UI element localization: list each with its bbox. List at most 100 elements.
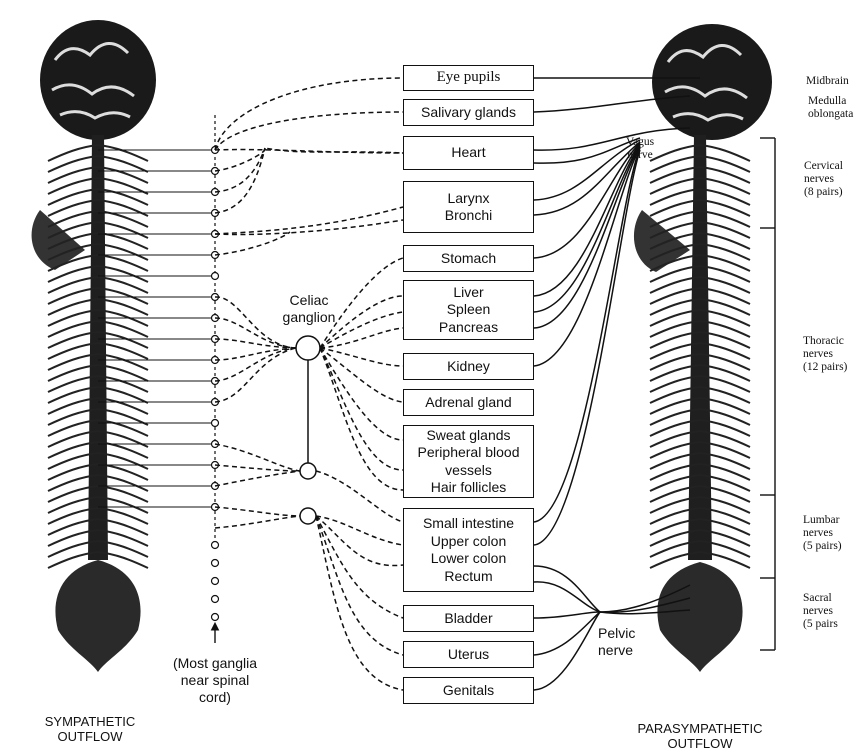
sympathetic-fiber (320, 348, 403, 470)
parasympathetic-outflow-label: PARASYMPATHETIC OUTFLOW (620, 721, 780, 751)
organ-salivary-glands: Salivary glands (403, 99, 534, 126)
label-line: Medulla (808, 95, 853, 108)
spinal-nerve-right (98, 145, 148, 161)
label-line: (8 pairs) (804, 186, 843, 199)
organ-label-line: Salivary glands (421, 104, 516, 122)
right-brain (652, 24, 772, 140)
parasympathetic-fiber (534, 128, 690, 150)
sympathetic-fiber (215, 348, 296, 360)
sympathetic-fiber (215, 465, 300, 471)
organ-larynx-bronchi: Larynx Bronchi (403, 181, 534, 233)
label-line: (Most ganglia (160, 655, 270, 672)
cervical-nerves-label: Cervical nerves (8 pairs) (804, 160, 843, 199)
lower-chain-ganglion (212, 542, 219, 549)
vagus-nerve-label: Vagus nerve (618, 136, 662, 162)
label-line: ganglion (278, 309, 340, 326)
sacral-nerves-label: Sacral nerves (5 pairs (803, 592, 838, 631)
lower-chain-ganglion (212, 560, 219, 567)
left-brain (40, 20, 156, 140)
organ-stomach: Stomach (403, 245, 534, 272)
sympathetic-fiber (215, 148, 265, 213)
organ-label-line: vessels (445, 462, 492, 480)
organ-genitals: Genitals (403, 677, 534, 704)
medulla-oblongata-label: Medulla oblongata (808, 95, 853, 121)
sympathetic-fiber (215, 150, 403, 153)
label-line: Pelvic (598, 625, 652, 642)
label-line: SYMPATHETIC (20, 714, 160, 729)
sympathetic-fiber (215, 471, 300, 486)
organ-label-line: Uterus (448, 646, 489, 664)
sympathetic-fiber (215, 78, 403, 150)
collateral-ganglia (296, 336, 320, 524)
sympathetic-fiber (215, 148, 265, 192)
most-ganglia-label: (Most ganglia near spinal cord) (160, 655, 270, 706)
sympathetic-fiber (215, 339, 296, 348)
organ-label-line: Rectum (444, 568, 492, 586)
organ-label-line: Larynx (447, 190, 489, 208)
sympathetic-fiber (215, 516, 300, 528)
lower-chain-ganglion (212, 614, 219, 621)
label-line: (5 pairs) (803, 540, 842, 553)
sympathetic-outflow-label: SYMPATHETIC OUTFLOW (20, 714, 160, 744)
pelvic-nerve-label: Pelvic nerve (598, 625, 652, 659)
spinal-nerve-right (700, 145, 750, 161)
sympathetic-fiber (320, 328, 403, 348)
label-line: (12 pairs) (803, 361, 847, 374)
midbrain-label: Midbrain (806, 75, 849, 88)
region-brackets (760, 138, 775, 650)
organ-label-line: Peripheral blood (418, 444, 520, 462)
organ-adrenal-gland: Adrenal gland (403, 389, 534, 416)
sympathetic-fiber (215, 348, 296, 402)
sympathetic-fiber (215, 232, 290, 255)
label-line: nerve (598, 642, 652, 659)
sympathetic-fiber (320, 348, 403, 440)
label-line: Cervical (804, 160, 843, 173)
chain-ganglion (212, 420, 219, 427)
lumbar-nerves-label: Lumbar nerves (5 pairs) (803, 514, 842, 553)
label-line: Midbrain (806, 75, 849, 88)
lower-chain-ganglion (212, 596, 219, 603)
label-line: PARASYMPATHETIC (620, 721, 780, 736)
organ-label-line: Adrenal gland (425, 394, 511, 412)
label-line: nerves (803, 527, 842, 540)
lower-chain-ganglion (212, 578, 219, 585)
parasympathetic-fiber (534, 146, 640, 328)
sympathetic-fiber (215, 207, 403, 234)
label-line: (5 pairs (803, 618, 838, 631)
label-line: nerves (803, 348, 847, 361)
organ-label-line: Bronchi (445, 207, 492, 225)
organ-label-line: Lower colon (431, 550, 507, 568)
sympathetic-fiber (215, 112, 403, 150)
organ-label-line: Liver (453, 284, 483, 302)
organ-uterus: Uterus (403, 641, 534, 668)
organ-label-line: Small intestine (423, 515, 514, 533)
organ-label-line: Genitals (443, 682, 494, 700)
lower-ganglia (212, 542, 219, 621)
sympathetic-ganglia-chain (98, 115, 219, 540)
label-line: Sacral (803, 592, 838, 605)
label-line: Thoracic (803, 335, 847, 348)
parasympathetic-fiber (534, 612, 600, 618)
label-line: nerve (618, 149, 662, 162)
sympathetic-fiber (320, 348, 403, 366)
sympathetic-fiber (320, 348, 403, 490)
parasympathetic-fiber (534, 148, 640, 522)
label-line: nerves (803, 605, 838, 618)
label-line: OUTFLOW (20, 729, 160, 744)
organ-label-line: Spleen (447, 301, 491, 319)
organ-liver-spleen-pancreas: Liver Spleen Pancreas (403, 280, 534, 340)
label-line: near spinal (160, 672, 270, 689)
organ-label-line: Heart (451, 144, 485, 162)
sympathetic-fiber (215, 444, 300, 471)
spinal-nerve-left (48, 145, 98, 161)
celiac-ganglion-label: Celiac ganglion (278, 292, 340, 326)
sympathetic-fiber (316, 471, 403, 522)
thoracic-nerves-label: Thoracic nerves (12 pairs) (803, 335, 847, 374)
organ-sweat-glands-vessels-hair: Sweat glands Peripheral blood vessels Ha… (403, 425, 534, 498)
inferior-mesenteric-ganglion-node (300, 508, 316, 524)
organ-heart: Heart (403, 136, 534, 170)
organ-label-line: Stomach (441, 250, 496, 268)
organ-label-line: Kidney (447, 358, 490, 376)
parasympathetic-fiber (534, 566, 600, 612)
